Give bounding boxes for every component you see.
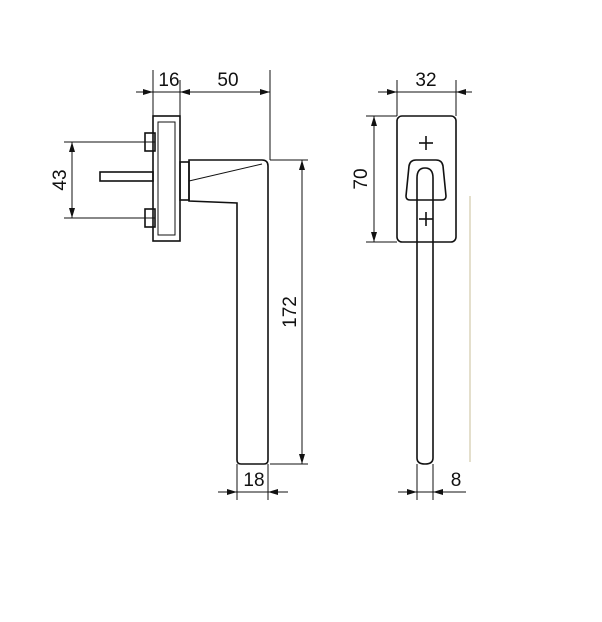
screw-plus-bottom-icon bbox=[419, 212, 433, 226]
dim-43: 43 bbox=[50, 169, 71, 190]
side-rose-plate bbox=[152, 115, 181, 242]
dim-18: 18 bbox=[243, 470, 264, 491]
dim-16: 16 bbox=[158, 70, 179, 91]
side-view bbox=[99, 115, 269, 465]
front-dimensions: 32 70 8 bbox=[351, 70, 472, 500]
dim-172: 172 bbox=[280, 296, 301, 328]
side-spindle bbox=[99, 171, 154, 182]
dim-70: 70 bbox=[351, 168, 372, 189]
dim-8: 8 bbox=[451, 470, 462, 491]
side-rose-inner bbox=[157, 121, 176, 236]
dim-32: 32 bbox=[415, 70, 436, 91]
side-collar bbox=[179, 161, 190, 201]
screw-plus-top-icon bbox=[419, 136, 433, 150]
front-lever bbox=[416, 167, 434, 465]
front-collar bbox=[405, 159, 447, 201]
front-rose-plate bbox=[396, 115, 457, 243]
side-dimensions: 16 50 43 172 18 bbox=[50, 70, 308, 500]
dim-50: 50 bbox=[217, 70, 238, 91]
front-view bbox=[396, 115, 471, 465]
side-lever bbox=[188, 159, 269, 465]
